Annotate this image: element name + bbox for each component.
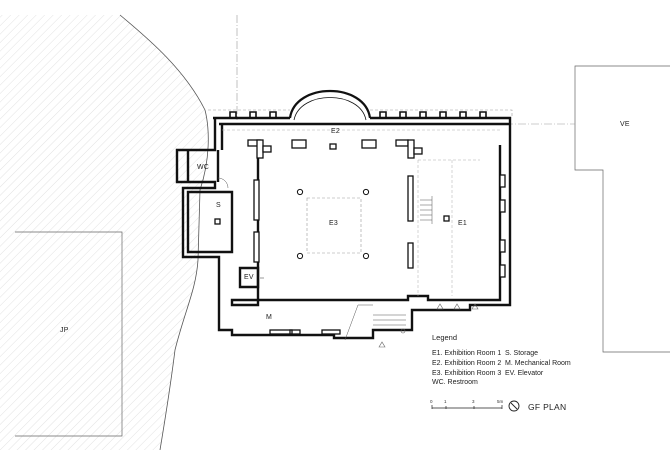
ve-building-outline	[574, 65, 670, 353]
piers	[214, 139, 506, 335]
round-columns	[296, 188, 370, 260]
jp-building-outline	[15, 231, 123, 437]
legend-item: EV. Elevator	[505, 370, 544, 377]
dashed-overhead-lines	[222, 129, 500, 296]
site-boundary-curve	[119, 14, 209, 450]
entry-markers	[378, 303, 479, 348]
legend-title: Legend	[432, 333, 458, 342]
legend-item: S. Storage	[505, 350, 539, 357]
scale-tick-label: 1	[444, 399, 447, 404]
facade-piers	[229, 111, 487, 118]
scale-tick-label: 0	[430, 399, 433, 404]
apse-wall-inner	[293, 97, 367, 121]
hatched-ground-left	[0, 15, 209, 450]
building-label-jp: JP	[60, 327, 69, 334]
stairs-entry	[344, 304, 406, 341]
scale-bar	[431, 405, 503, 409]
roof-outline-dashed	[208, 109, 513, 118]
legend-item: M. Mechanical Room	[505, 360, 571, 367]
north-arrow-icon	[508, 400, 520, 412]
room-label-m: M	[266, 314, 273, 321]
plan-title: GF PLAN	[528, 402, 567, 412]
e3-ceiling-outline	[306, 197, 362, 254]
legend-item: E1. Exhibition Room 1	[432, 350, 502, 357]
room-label-ev: EV	[244, 274, 254, 281]
apse-wall	[288, 89, 372, 119]
legend-item: E2. Exhibition Room 2	[432, 360, 502, 367]
building-label-ve: VE	[620, 121, 630, 128]
stairs-internal	[420, 196, 433, 224]
room-label-wc: WC	[197, 164, 210, 171]
room-label-e3: E3	[329, 220, 338, 227]
room-label-e1: E1	[458, 220, 467, 227]
scale-tick-label: 3	[472, 399, 475, 404]
scale-tick-label: 5m	[497, 399, 504, 404]
building-walls	[175, 116, 512, 340]
room-label-s: S	[216, 202, 221, 209]
legend-item: WC. Restroom	[432, 379, 478, 386]
wc-door-swing	[217, 177, 229, 189]
room-label-e2: E2	[331, 128, 340, 135]
legend-item: E3. Exhibition Room 3	[432, 370, 502, 377]
